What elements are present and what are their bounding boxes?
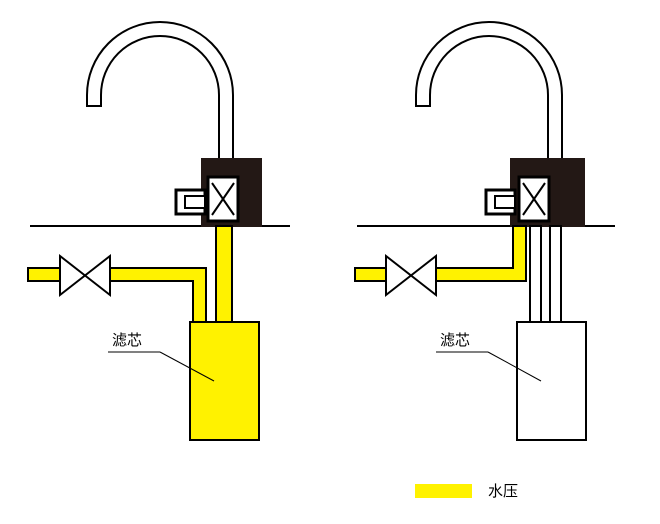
filter-cartridge xyxy=(189,321,260,441)
legend: 水压 xyxy=(415,482,518,500)
filter-return-pipe xyxy=(549,225,562,323)
legend-swatch xyxy=(415,484,472,498)
inlet-water-pipe-2 xyxy=(107,267,207,323)
filter-cartridge xyxy=(516,321,587,441)
inlet-water-pipe-2 xyxy=(433,225,527,282)
valve-cross-b xyxy=(211,182,235,216)
outlet-water-pipe xyxy=(215,225,233,323)
faucet-handle-inner xyxy=(184,195,206,209)
right-diagram: 滤芯 xyxy=(354,21,615,441)
inlet-water-pipe xyxy=(354,267,388,282)
filter-label: 滤芯 xyxy=(112,331,142,349)
left-diagram: 滤芯 xyxy=(27,21,290,441)
inlet-water-pipe xyxy=(27,267,64,282)
shutoff-valve xyxy=(59,253,111,298)
filter-leader-line xyxy=(159,351,215,382)
faucet-spout xyxy=(415,21,563,173)
legend-label: 水压 xyxy=(488,482,518,500)
faucet-spout xyxy=(86,21,234,173)
valve-cross-b xyxy=(522,182,546,216)
faucet-handle-inner xyxy=(494,195,516,209)
filter-label: 滤芯 xyxy=(440,331,470,349)
filter-supply-pipe xyxy=(529,225,542,323)
filter-leader-line xyxy=(487,351,542,382)
shutoff-valve xyxy=(385,253,437,298)
